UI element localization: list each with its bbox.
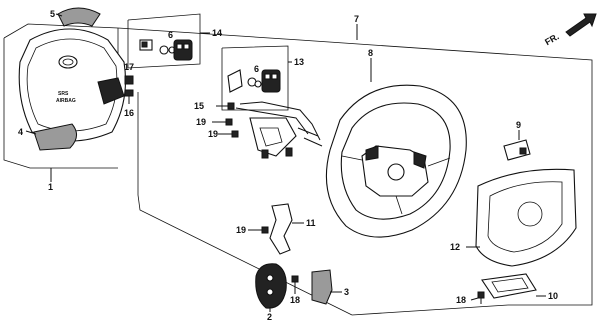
lower-cover-12 [475, 168, 577, 267]
wiring-bracket [235, 101, 323, 159]
callout-15: 15 [194, 101, 204, 111]
callout-10: 10 [548, 291, 558, 301]
assembly-outline-7 [117, 27, 593, 316]
callout-17: 17 [124, 62, 134, 72]
callout-6b: 6 [254, 64, 259, 74]
callout-18b: 18 [456, 295, 466, 305]
callout-8: 8 [368, 48, 373, 58]
callout-9: 9 [516, 120, 521, 130]
callout-13: 13 [294, 57, 304, 67]
front-direction-label: FR. [543, 31, 561, 47]
callout-6a: 6 [168, 30, 173, 40]
bracket-part-11 [269, 203, 293, 255]
callout-4: 4 [18, 127, 23, 137]
callout-16: 16 [124, 108, 134, 118]
callout-19b: 19 [208, 129, 218, 139]
callout-7: 7 [354, 14, 359, 24]
callout-12: 12 [450, 242, 460, 252]
cover-part-5 [57, 7, 101, 27]
callout-5: 5 [50, 9, 55, 19]
cover-part-3 [311, 269, 333, 305]
airbag-module: SRS AIRBAG [3, 23, 127, 169]
airbag-label: SRS [58, 91, 69, 97]
callout-3: 3 [344, 287, 349, 297]
callout-18a: 18 [290, 295, 300, 305]
callout-19c: 19 [236, 225, 246, 235]
callout-11: 11 [306, 218, 316, 228]
switch-group-13 [221, 45, 289, 111]
connector-part-9 [503, 139, 531, 161]
trim-part-10 [481, 273, 537, 299]
front-direction-marker [565, 13, 597, 37]
screws-18 [291, 275, 485, 304]
callout-2: 2 [267, 312, 272, 320]
svg-text:AIRBAG: AIRBAG [56, 98, 76, 104]
steering-wheel [325, 84, 467, 238]
screws [212, 102, 269, 234]
callout-14: 14 [212, 28, 222, 38]
switch-group-14 [127, 13, 201, 69]
switch-cover-part-2 [255, 263, 287, 309]
callout-1: 1 [48, 182, 53, 192]
callout-19a: 19 [196, 117, 206, 127]
callouts: 5 4 1 6 14 6 13 17 16 15 19 19 7 8 9 11 … [18, 9, 558, 322]
leader-lines [25, 13, 546, 312]
cover-part-4 [33, 123, 77, 151]
bolt-16-17 [124, 75, 134, 104]
